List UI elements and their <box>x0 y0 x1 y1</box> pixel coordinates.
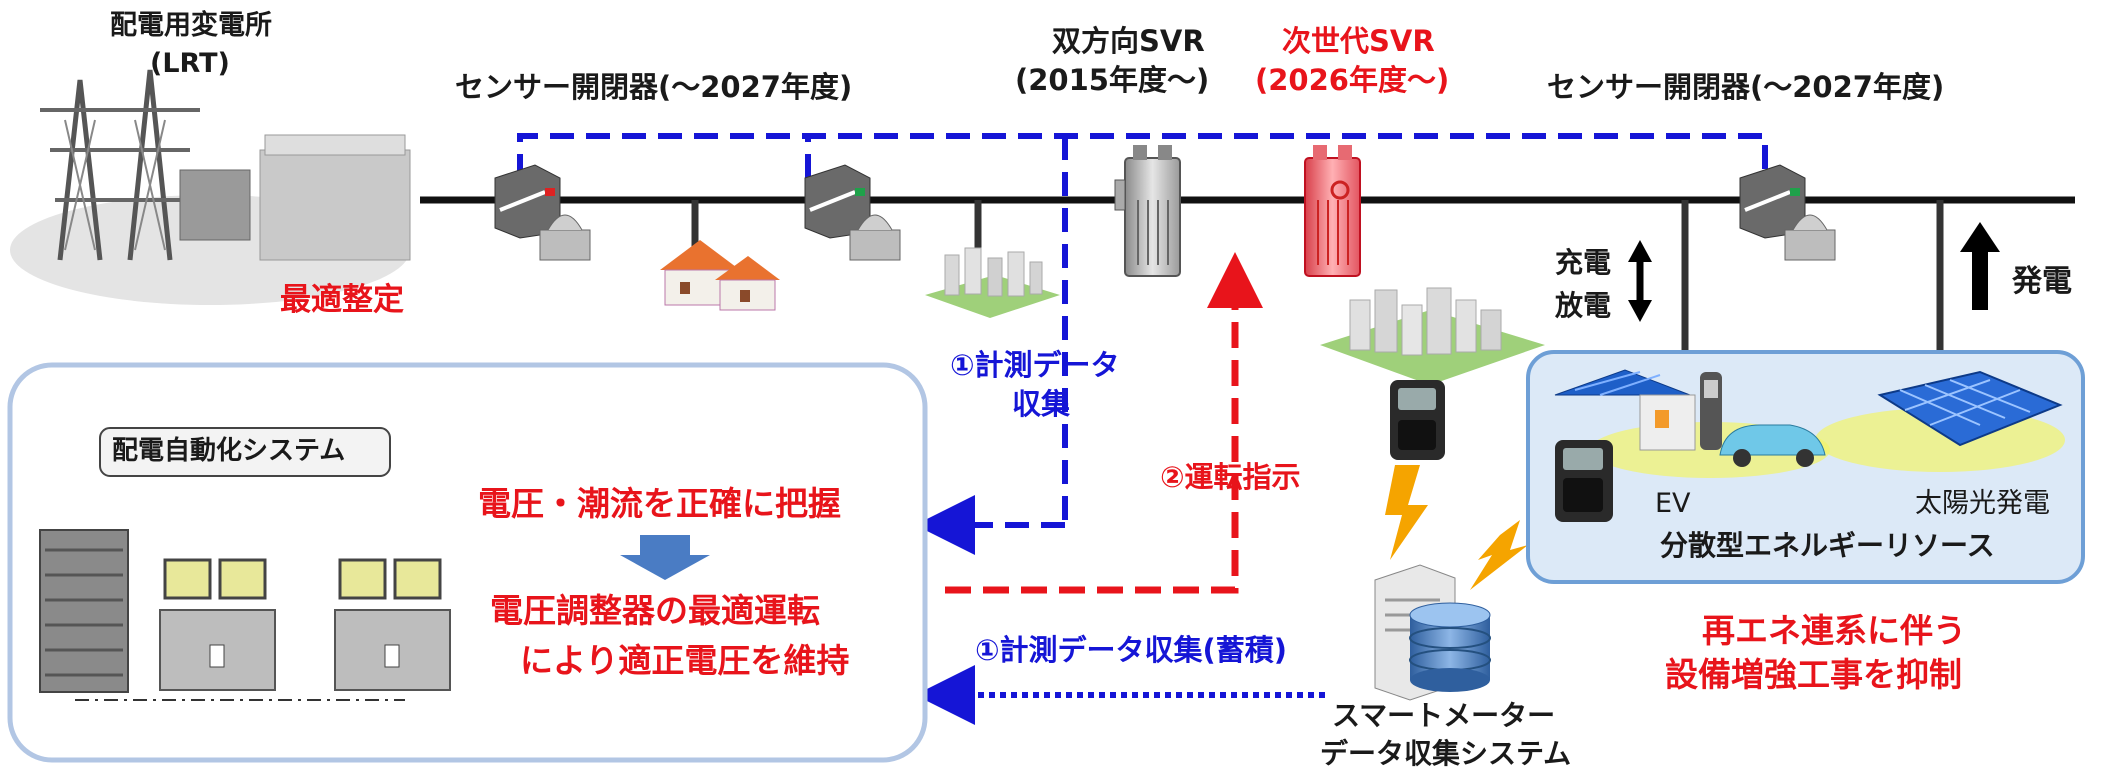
generation-label: 発電 <box>2012 264 2072 299</box>
ev-charger-icon <box>1700 372 1722 450</box>
smart-meter-system-line1: スマートメーター <box>1332 699 1556 732</box>
flow-measure-top-line1: ①計測データ <box>950 348 1120 382</box>
house-solar-icon <box>1554 369 1696 451</box>
das-step2-line2: により適正電圧を維持 <box>520 641 850 680</box>
down-arrow <box>620 535 710 580</box>
das-step2-line1: 電圧調整器の最適運転 <box>490 591 820 630</box>
houses-icon <box>660 240 780 311</box>
discharge-label: 放電 <box>1555 289 1612 322</box>
database-icon <box>1409 602 1491 692</box>
smart-meter-system-line2: データ収集システム <box>1320 737 1572 770</box>
computer-console-icon <box>159 558 276 691</box>
computer-console-icon <box>334 558 451 691</box>
charge-discharge-arrow <box>1628 240 1652 322</box>
flow-measure-top-line2: 収集 <box>1012 387 1071 421</box>
substation-image <box>10 69 411 305</box>
svr-next-gen-title: 次世代SVR <box>1282 24 1435 58</box>
renewable-line1: 再エネ連系に伴う <box>1702 611 1966 650</box>
smart-meter-icon <box>1390 380 1445 460</box>
solar-panel-icon <box>1877 370 2063 447</box>
substation-title: 配電用変電所 <box>110 10 272 41</box>
substation-subtitle: (LRT) <box>150 48 230 79</box>
flow-operation-label: ②運転指示 <box>1160 460 1301 494</box>
svr-next-gen-period: (2026年度～) <box>1255 63 1450 97</box>
svr-bidirectional-icon <box>1114 145 1181 277</box>
substation-action: 最適整定 <box>280 282 404 318</box>
comm-line <box>517 133 1768 525</box>
lightning-icon <box>1385 465 1428 560</box>
server-rack-icon <box>39 529 129 693</box>
sensor-switch-right-label: センサー開閉器(～2027年度) <box>1547 70 1945 104</box>
svr-next-gen-icon <box>1304 145 1361 277</box>
das-title-box <box>99 427 391 477</box>
das-step1: 電圧・潮流を正確に把握 <box>478 484 841 523</box>
svr-bidirectional-title: 双方向SVR <box>1052 24 1205 58</box>
der-solar-label: 太陽光発電 <box>1915 488 2050 519</box>
generation-arrow <box>1960 222 2000 310</box>
svr-bidirectional-period: (2015年度～) <box>1015 63 1210 97</box>
sensor-switch-icon <box>494 164 591 261</box>
smart-meter-icon <box>1555 440 1613 522</box>
sensor-switch-icon <box>1739 164 1836 261</box>
das-title: 配電自動化システム <box>112 436 346 466</box>
der-title: 分散型エネルギーリソース <box>1660 529 1995 562</box>
flow-measure-bottom-label: ①計測データ収集(蓄積) <box>975 633 1288 667</box>
lightning-icon <box>1470 520 1528 590</box>
city-icon <box>1320 287 1545 385</box>
sensor-switch-icon <box>804 164 901 261</box>
operation-arrow <box>945 252 1263 594</box>
ev-car-icon <box>1719 424 1826 467</box>
buildings-icon <box>925 247 1060 318</box>
sensor-switch-left-label: センサー開閉器(～2027年度) <box>455 70 853 104</box>
renewable-line2: 設備増強工事を抑制 <box>1665 655 1962 694</box>
das-panel <box>7 362 928 763</box>
der-ev-label: EV <box>1655 488 1691 519</box>
charge-label: 充電 <box>1555 246 1612 279</box>
